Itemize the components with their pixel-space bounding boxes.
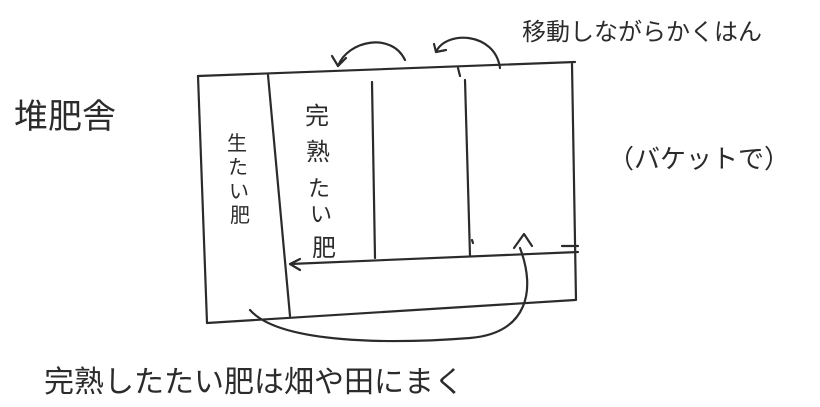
lower-chamber-arrowhead xyxy=(288,257,302,272)
raw-char: い xyxy=(229,179,249,203)
raw-char: た xyxy=(228,155,248,179)
mature-char: 完 xyxy=(305,102,329,130)
right-wall xyxy=(570,62,578,302)
mature-char: 肥 xyxy=(312,234,336,262)
mark-b xyxy=(470,238,475,245)
top-note: 移動しながらかくはん xyxy=(522,18,762,46)
stir-arrow-1-head xyxy=(330,54,348,68)
lower-chamber-line xyxy=(288,250,580,266)
raw-char: 生 xyxy=(227,131,247,155)
bottom-note: 完熟したたい肥は畑や田にまく xyxy=(44,365,464,400)
output-arrow-head xyxy=(512,232,534,250)
divider-2 xyxy=(370,80,377,260)
left-wall xyxy=(196,74,209,325)
building-label: 堆肥舎 xyxy=(14,97,116,137)
stir-arrow-2 xyxy=(434,36,502,70)
mature-compost-label: 完 熟 た い 肥 xyxy=(305,102,336,262)
floor-line xyxy=(205,298,577,325)
stir-arrow-1 xyxy=(336,41,407,68)
mark-a xyxy=(456,66,462,78)
divider-3 xyxy=(463,78,472,258)
roof-line xyxy=(196,60,577,78)
raw-compost-label: 生 た い 肥 xyxy=(227,131,250,227)
mature-char: い xyxy=(310,203,332,228)
mature-char: た xyxy=(308,177,330,202)
divider-1 xyxy=(266,73,292,318)
mature-char: 熟 xyxy=(306,138,330,166)
output-arrow xyxy=(248,246,529,343)
bucket-note: （バケットで） xyxy=(608,145,790,175)
stir-arrow-2-head xyxy=(432,42,448,54)
raw-char: 肥 xyxy=(230,203,250,227)
